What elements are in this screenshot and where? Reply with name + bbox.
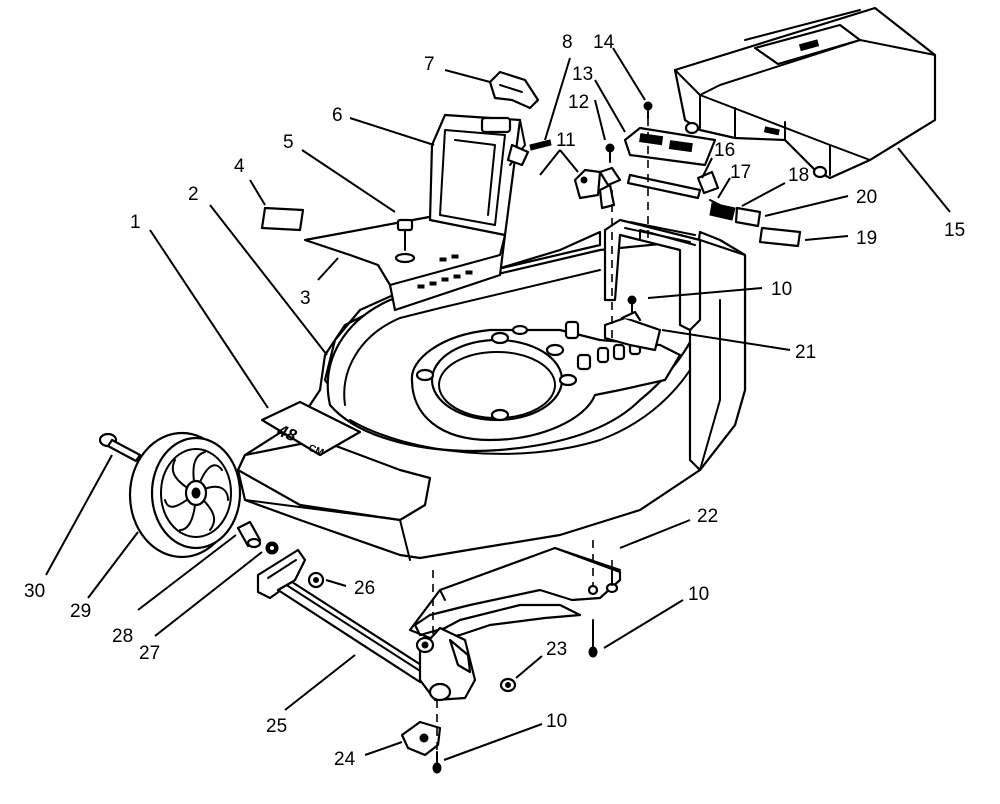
bracket-11 xyxy=(573,168,602,200)
rod-spring-assembly xyxy=(626,170,762,228)
callout-10-upper: 10 xyxy=(771,279,792,300)
washer-27 xyxy=(265,541,279,555)
handle-7 xyxy=(488,70,540,110)
callout-11: 11 xyxy=(556,130,576,151)
decal-4 xyxy=(260,206,305,232)
callout-22: 22 xyxy=(697,506,718,527)
axle-assembly xyxy=(256,548,477,702)
callout-6: 6 xyxy=(332,105,343,126)
skid-plate xyxy=(408,546,622,642)
callout-28: 28 xyxy=(112,626,133,647)
callout-leaders xyxy=(45,47,951,761)
callout-26: 26 xyxy=(354,578,375,599)
hinge-pin-8 xyxy=(529,139,552,151)
assembly-lines xyxy=(432,118,649,752)
mounting-bosses xyxy=(415,320,642,422)
callout-30: 30 xyxy=(24,581,45,602)
callout-2: 2 xyxy=(188,184,199,205)
spacer-28 xyxy=(236,520,262,549)
callout-15: 15 xyxy=(944,220,965,241)
callout-4: 4 xyxy=(234,156,245,177)
wheel xyxy=(128,431,242,559)
nut-26 xyxy=(307,571,325,589)
callout-18: 18 xyxy=(788,165,809,186)
screw-10-lower-2 xyxy=(432,751,442,774)
nut-23 xyxy=(499,677,517,693)
chute-door xyxy=(428,113,530,237)
callout-24: 24 xyxy=(334,749,356,770)
grass-catcher xyxy=(673,6,937,180)
callout-21: 21 xyxy=(795,342,816,363)
callout-13: 13 xyxy=(572,64,593,85)
skid-fasteners xyxy=(605,567,619,594)
callout-27: 27 xyxy=(139,643,160,664)
deck-size-unit: CM xyxy=(307,443,326,459)
sleeve-19 xyxy=(758,226,802,248)
callout-23: 23 xyxy=(546,639,567,660)
callout-7: 7 xyxy=(424,54,435,75)
bolt-5 xyxy=(394,218,416,264)
callout-17: 17 xyxy=(730,162,751,183)
callout-10-skid: 10 xyxy=(688,584,709,605)
callout-labels: 1 2 3 4 5 6 7 8 10 10 10 11 12 13 14 15 … xyxy=(24,32,965,770)
callout-29: 29 xyxy=(70,601,91,622)
wheel-bolt xyxy=(98,432,142,463)
plate-13 xyxy=(623,126,717,167)
screw-14 xyxy=(643,101,653,119)
callout-1: 1 xyxy=(130,212,141,233)
callout-5: 5 xyxy=(283,132,294,153)
callout-12: 12 xyxy=(568,92,589,113)
callout-25: 25 xyxy=(266,716,287,737)
screw-10-upper xyxy=(627,295,637,313)
callout-20: 20 xyxy=(856,187,877,208)
screw-12 xyxy=(598,143,622,210)
bracket-21 xyxy=(603,310,662,352)
callout-3: 3 xyxy=(300,288,311,309)
callout-8: 8 xyxy=(562,32,573,53)
callout-16: 16 xyxy=(714,140,735,161)
callout-14: 14 xyxy=(593,32,615,53)
callout-10-lower: 10 xyxy=(546,711,567,732)
bracket-24 xyxy=(400,720,442,757)
callout-19: 19 xyxy=(856,228,877,249)
screw-10-lower-1 xyxy=(587,584,599,658)
